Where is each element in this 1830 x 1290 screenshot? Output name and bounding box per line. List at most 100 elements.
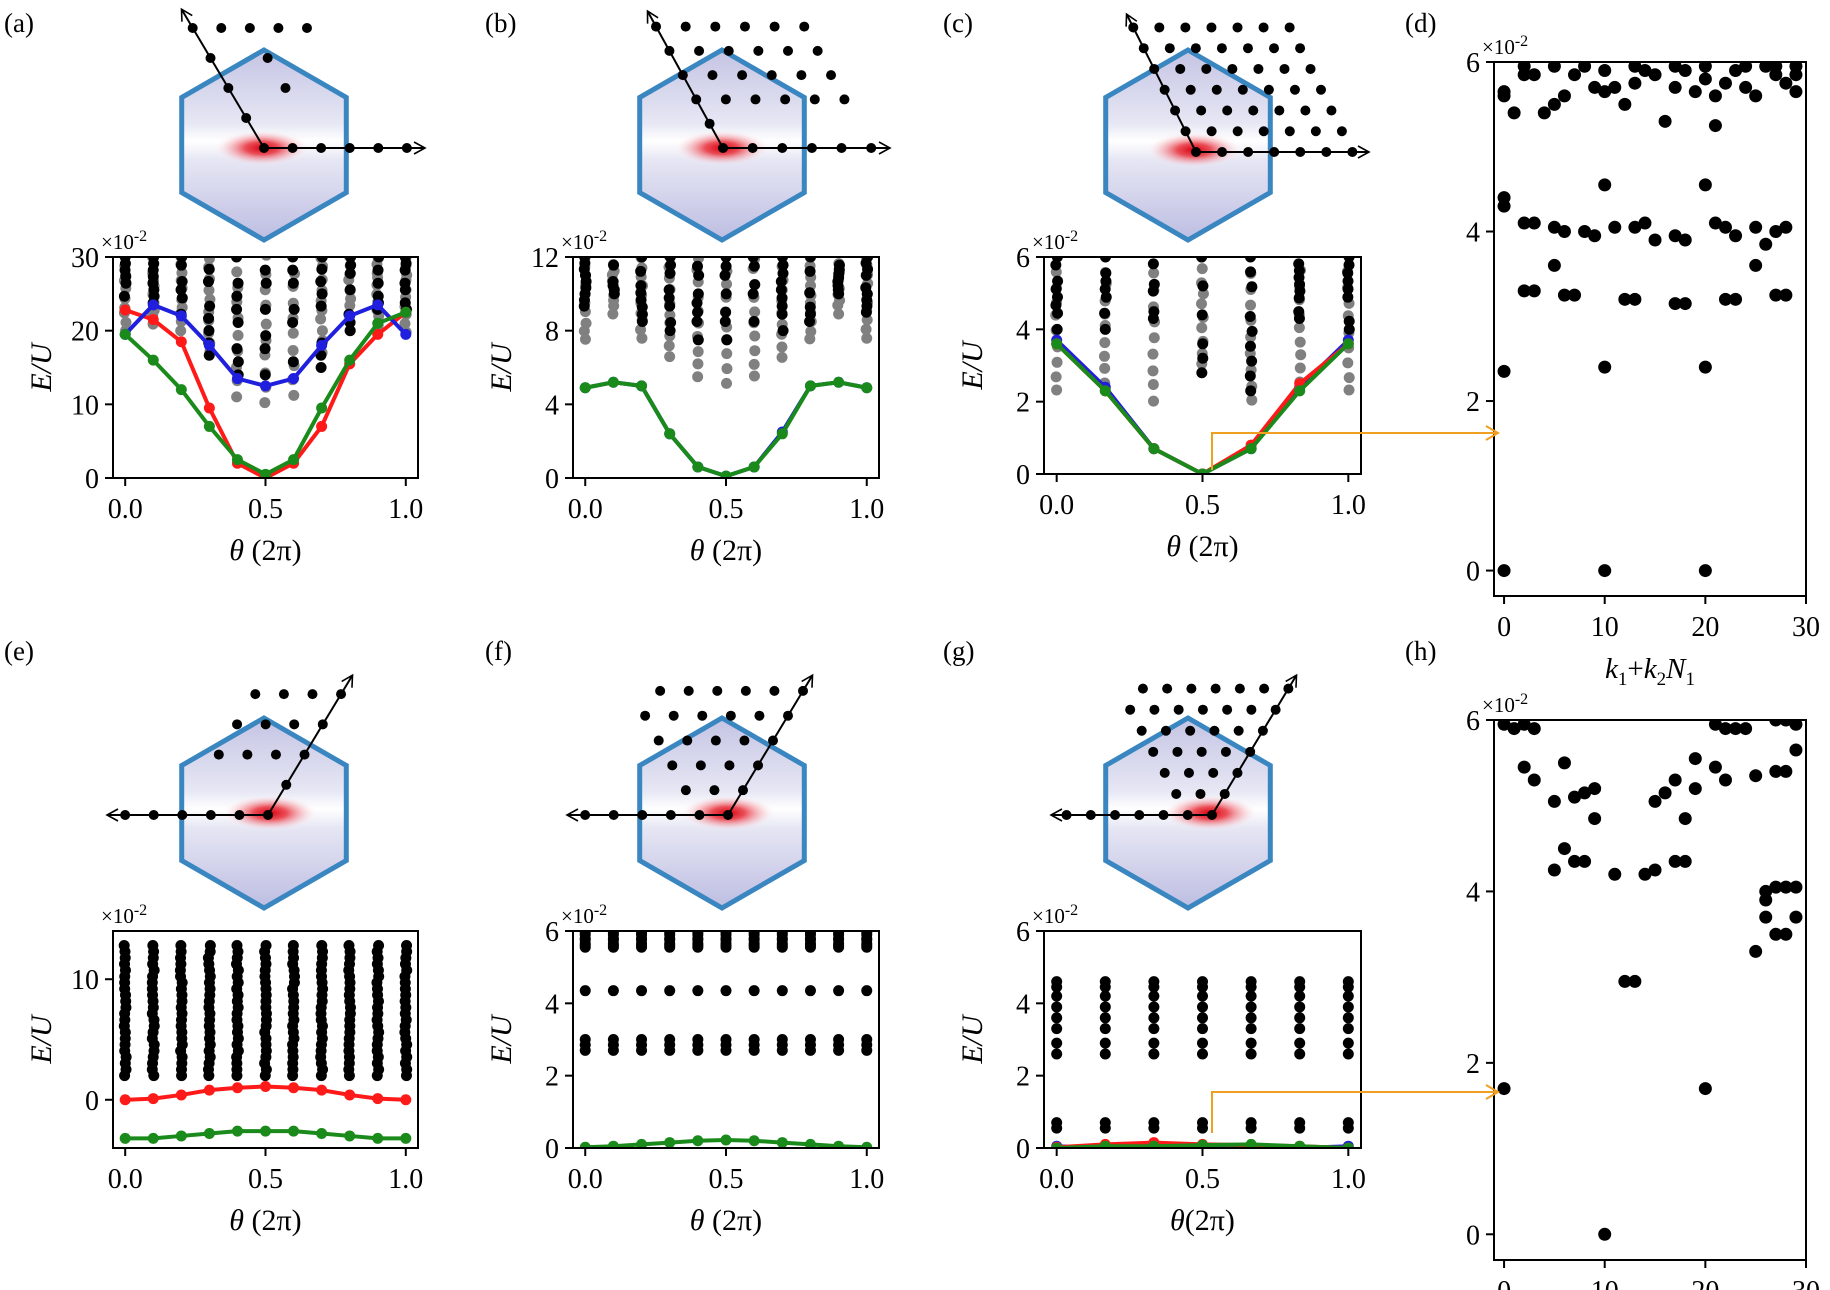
scatter-point: [1608, 867, 1622, 881]
x-axis-label: θ (2π): [690, 1204, 762, 1237]
lattice-site: [739, 21, 750, 32]
lattice-axis-arrow: [180, 7, 265, 149]
lattice-site: [1269, 147, 1280, 157]
scatter-point: [1527, 773, 1541, 787]
scatter-point: [1698, 564, 1712, 578]
scatter-point: [1598, 178, 1612, 192]
spectrum-dot-gray: [1294, 336, 1306, 348]
level-dot: [1294, 1037, 1306, 1049]
spectrum-dot: [231, 343, 243, 355]
spectrum-dot-gray: [776, 351, 788, 363]
lattice-site: [1138, 43, 1149, 54]
series-point-blue: [175, 310, 187, 322]
spectrum-dot-gray: [579, 333, 591, 345]
level-dot: [1245, 1001, 1257, 1013]
lattice-site: [724, 760, 735, 771]
spectrum-dot: [316, 939, 328, 951]
scatter-point: [1638, 216, 1652, 230]
x-tick-label: 20: [1691, 1276, 1719, 1290]
series-point-green: [664, 1137, 676, 1148]
spectrum-dot: [1099, 323, 1111, 335]
series-point-blue: [344, 310, 356, 322]
lattice-site: [1185, 84, 1196, 95]
spectrum-dot: [635, 280, 647, 292]
lattice-site: [1172, 746, 1183, 757]
y-axis-label: E/U: [956, 339, 989, 391]
lattice-site: [665, 810, 676, 820]
spectrum-dot: [175, 259, 187, 271]
lattice-site: [1232, 767, 1243, 778]
plot-area-e: [118, 939, 413, 1144]
lattice-site: [1222, 105, 1233, 116]
spectrum-dot-gray: [749, 345, 761, 357]
lattice-site: [812, 45, 823, 56]
spectrum-dot-gray: [1343, 372, 1355, 384]
x-axis-label: k1+k2N1: [1605, 653, 1695, 690]
scatter-point: [1698, 1082, 1712, 1096]
scatter-point: [1678, 233, 1692, 247]
level-dot: [1342, 1037, 1354, 1049]
level-dot: [1197, 976, 1208, 988]
spectrum-dot: [260, 277, 272, 289]
lattice-site: [1154, 22, 1165, 33]
lattice-site: [1210, 683, 1221, 694]
level-dot: [1245, 1048, 1257, 1060]
lattice-site: [1061, 810, 1072, 820]
spectrum-dot: [345, 259, 357, 271]
y-axis-label: E/U: [25, 1013, 58, 1065]
spectrum-dot-gray: [1148, 332, 1160, 344]
scatter-point: [1527, 284, 1541, 298]
x-axis-label: θ(2π): [1170, 1204, 1235, 1237]
spectrum-dot: [232, 356, 244, 368]
scatter-point: [1517, 216, 1531, 230]
spectrum-dot: [287, 939, 299, 951]
series-point-green: [344, 1130, 356, 1142]
lattice-site: [1162, 683, 1173, 694]
spectrum-dot: [231, 939, 243, 951]
scatter-point: [1779, 764, 1793, 778]
lattice-site: [806, 143, 817, 153]
spectrum-dot-gray: [636, 332, 648, 344]
lattice-site: [223, 83, 234, 93]
scatter-point: [1708, 760, 1722, 774]
scatter-point: [1779, 288, 1793, 302]
scatter-point: [1648, 233, 1662, 247]
scatter-point: [1497, 564, 1511, 578]
spectrum-dot: [665, 259, 677, 271]
level-dot: [1051, 1001, 1063, 1013]
spectrum-dot: [719, 269, 731, 281]
panel-label-e: (e): [4, 636, 34, 666]
lattice-insets: [105, 7, 1371, 911]
scatter-point: [1729, 229, 1743, 243]
level-dot: [607, 1034, 619, 1045]
spectrum-dot-gray: [288, 389, 300, 401]
level-dot: [1148, 1023, 1160, 1035]
series-point-green: [748, 1135, 760, 1147]
lattice-site: [1160, 725, 1171, 736]
series-point-green: [1294, 385, 1306, 397]
lattice-site: [301, 23, 312, 33]
level-dot: [804, 931, 816, 939]
spectrum-dot: [719, 315, 731, 327]
lattice-site: [299, 749, 310, 760]
lattice-site: [580, 810, 591, 820]
spectrum-dot-gray: [1148, 395, 1160, 407]
spectrum-dot: [1343, 315, 1355, 327]
lattice-site: [1295, 43, 1306, 54]
level-dot: [1342, 976, 1354, 988]
spectrum-dot: [1197, 352, 1209, 364]
scatter-point: [1668, 854, 1682, 868]
scatter-point: [1547, 794, 1561, 808]
series-point-green: [664, 428, 676, 440]
y-tick-label: 20: [71, 317, 99, 348]
spectrum-dot: [203, 263, 215, 275]
y-axis-label: E/U: [25, 341, 58, 393]
spectrum-dot-gray: [1098, 350, 1110, 362]
spectrum-dot: [287, 264, 299, 276]
scatter-point: [1648, 794, 1662, 808]
spectrum-dot: [344, 267, 356, 279]
lattice-site: [1206, 126, 1217, 137]
scatter-point: [1688, 782, 1702, 796]
scatter-point: [1759, 237, 1773, 251]
